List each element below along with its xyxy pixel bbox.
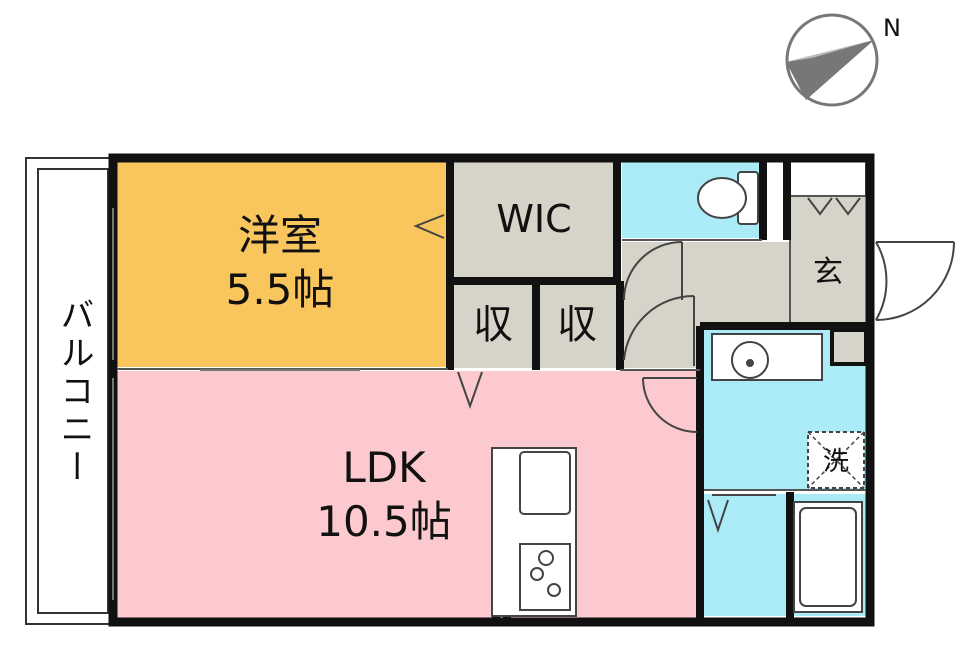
western-room-name: 洋室 <box>238 211 322 260</box>
western-room <box>117 160 448 367</box>
shoe-closet <box>789 159 867 197</box>
balcony-inner-rail <box>37 168 109 614</box>
washer-label: 洗 <box>823 447 849 477</box>
window-sashes <box>112 208 360 600</box>
entrance <box>790 196 866 322</box>
storage-2-label: 収 <box>557 302 597 348</box>
sink-icon <box>711 333 823 381</box>
ldk-size: 10.5帖 <box>316 497 452 546</box>
storage-1 <box>452 284 534 368</box>
western-room-size: 5.5帖 <box>226 265 335 314</box>
doors <box>413 197 955 534</box>
kitchen-counter <box>491 447 577 617</box>
bathtub-icon <box>793 501 863 613</box>
wic-label: WIC <box>496 197 571 241</box>
ldk-room <box>117 371 698 618</box>
balcony-label: バルコニー <box>54 297 94 487</box>
compass-north-label: N <box>883 14 901 42</box>
ldk-name: LDK <box>342 443 427 492</box>
storage-1-label: 収 <box>473 302 513 348</box>
wic-room <box>452 160 617 279</box>
utility-box <box>830 328 868 366</box>
compass-icon <box>785 13 879 107</box>
washer-space <box>807 431 865 489</box>
storage-2 <box>538 284 618 368</box>
toilet-icon <box>697 171 759 225</box>
entrance-label: 玄 <box>813 255 843 290</box>
